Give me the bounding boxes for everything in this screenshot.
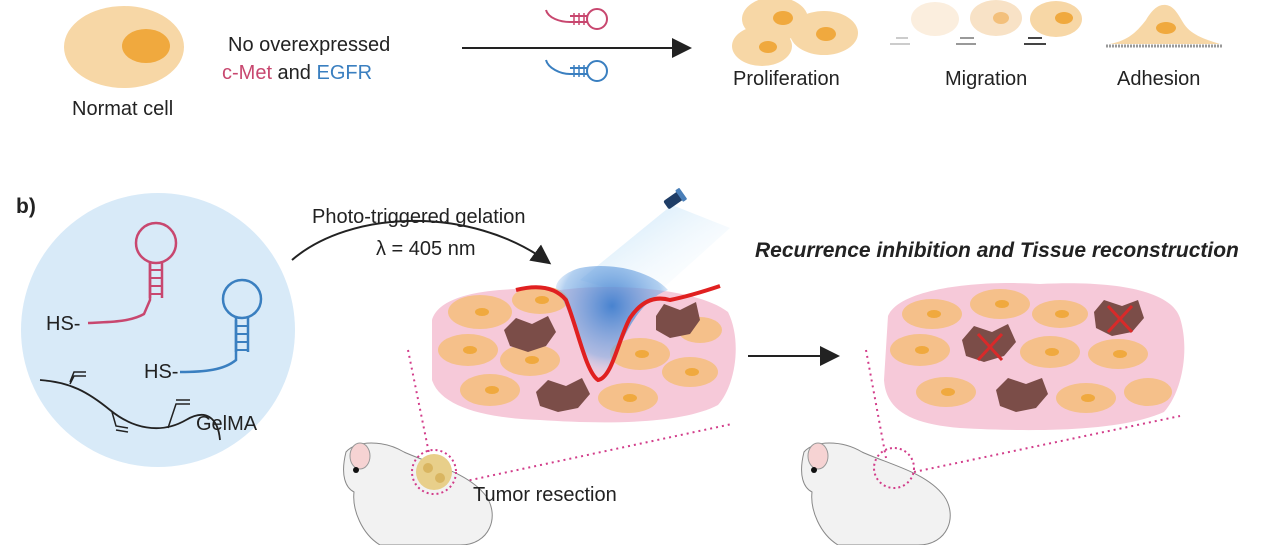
proliferation-cells-icon <box>732 0 858 66</box>
gelma-label: GelMA <box>196 413 258 435</box>
normal-cell-icon <box>64 6 184 88</box>
hydrogel-components-bubble <box>21 193 295 467</box>
and-label: and <box>272 62 316 84</box>
red-x-icon <box>1106 304 1134 334</box>
hs-label-red: HS- <box>46 313 80 335</box>
condition-line2: c-Met and EGFR <box>222 62 372 84</box>
callout-line <box>451 423 733 485</box>
process-line2: λ = 405 nm <box>376 238 476 260</box>
cmet-label: c-Met <box>222 62 272 84</box>
hs-label-blue: HS- <box>144 361 178 383</box>
condition-line1: No overexpressed <box>228 34 390 56</box>
mouse-icon <box>801 442 951 545</box>
aptamer-hairpin-icon <box>545 59 608 82</box>
adhesion-cell-icon <box>1106 4 1222 48</box>
panel-b-label: b) <box>16 195 36 218</box>
flashlight-icon <box>663 188 687 209</box>
egfr-label: EGFR <box>316 62 372 84</box>
outcome-migration: Migration <box>945 68 1027 90</box>
callout-line <box>407 349 433 469</box>
normal-cell-label: Normat cell <box>72 98 173 120</box>
migration-cells-icon <box>890 0 1082 45</box>
tumor-resection-label: Tumor resection <box>473 484 617 506</box>
outcome-proliferation: Proliferation <box>733 68 840 90</box>
aptamer-hairpin-icon <box>545 8 608 30</box>
process-line1: Photo-triggered gelation <box>312 206 525 228</box>
red-x-icon <box>976 332 1004 362</box>
result-title: Recurrence inhibition and Tissue reconst… <box>755 239 1239 262</box>
gelation-arrow <box>291 219 552 265</box>
mouse-icon <box>343 442 493 545</box>
reconstructed-tissue-right <box>884 283 1185 431</box>
callout-line <box>865 349 887 459</box>
outcome-adhesion: Adhesion <box>1117 68 1200 90</box>
tumor-tissue-left <box>432 266 736 423</box>
